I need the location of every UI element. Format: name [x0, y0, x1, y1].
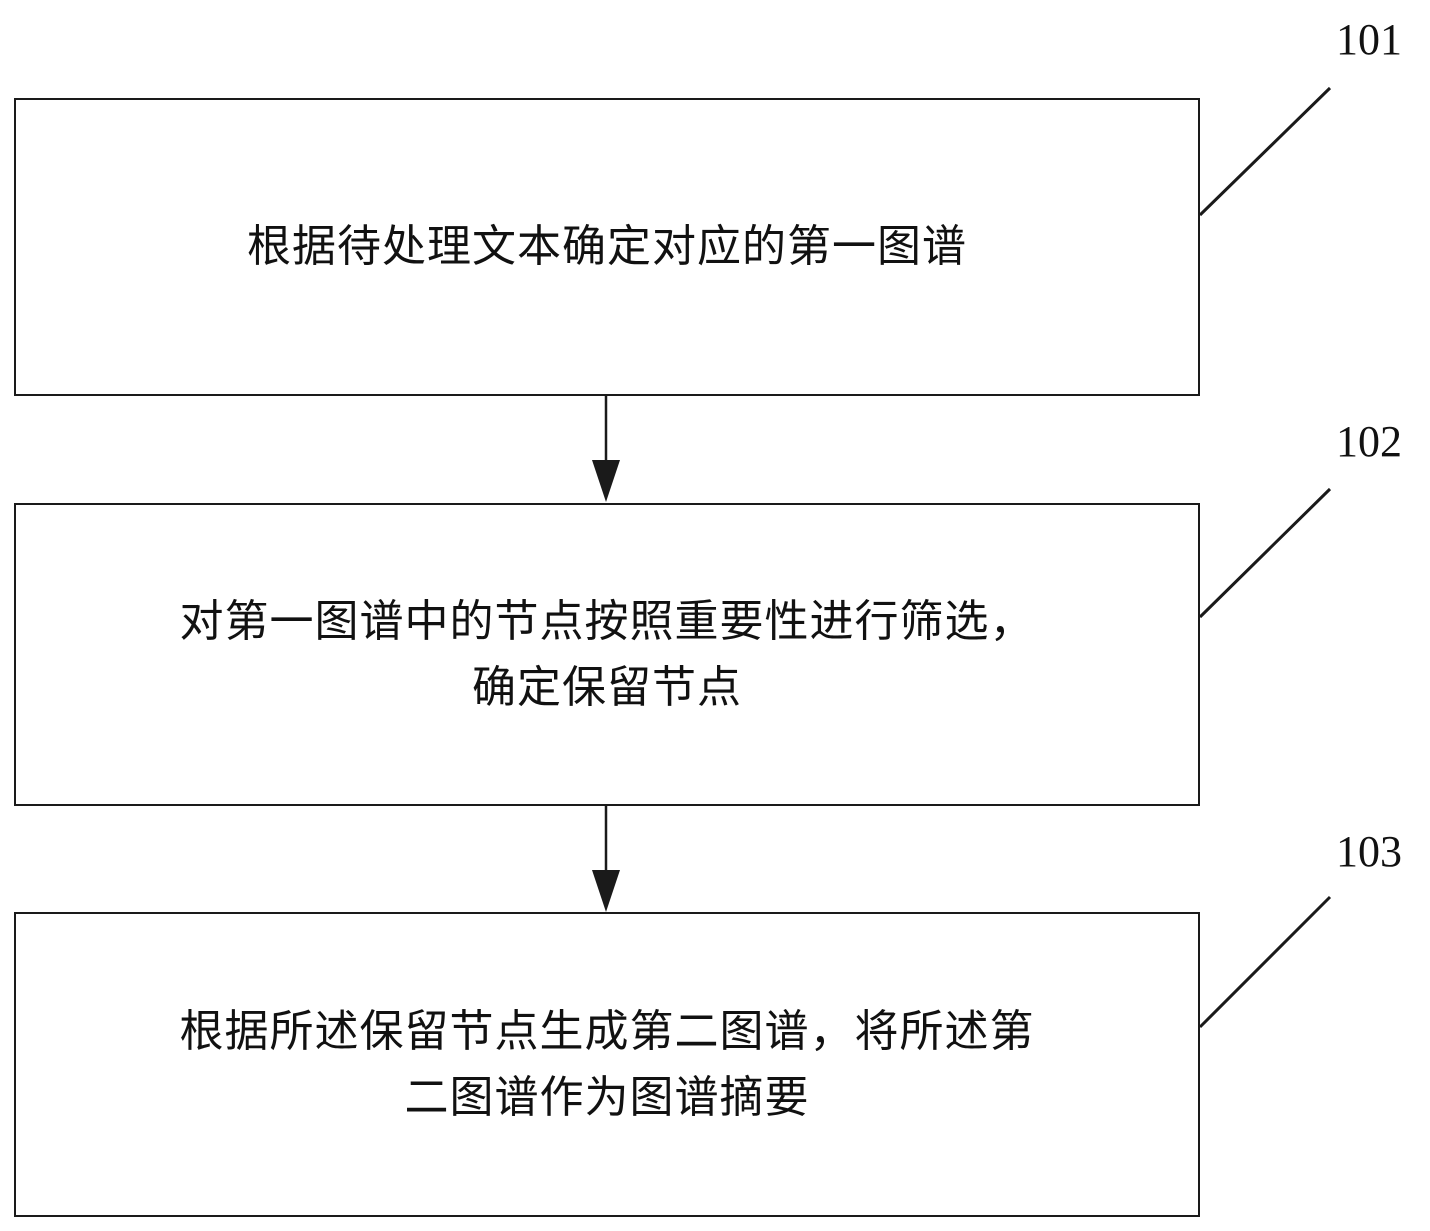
step-box-101: 根据待处理文本确定对应的第一图谱	[14, 98, 1200, 396]
step-text-102-line-1: 对第一图谱中的节点按照重要性进行筛选，	[179, 595, 1035, 647]
step-number-101: 101	[1336, 15, 1402, 64]
step-number-102: 102	[1336, 417, 1402, 466]
arrowhead-1	[592, 460, 620, 502]
leader-line-101	[1198, 86, 1332, 217]
leader-line-103	[1198, 895, 1332, 1029]
step-number-103: 103	[1336, 827, 1402, 876]
step-text-102: 对第一图谱中的节点按照重要性进行筛选， 确定保留节点	[180, 589, 1035, 721]
step-text-103: 根据所述保留节点生成第二图谱，将所述第 二图谱作为图谱摘要	[180, 999, 1035, 1131]
step-text-103-line-2: 二图谱作为图谱摘要	[404, 1071, 810, 1123]
step-text-103-line-1: 根据所述保留节点生成第二图谱，将所述第	[179, 1005, 1035, 1057]
step-text-102-line-2: 确定保留节点	[472, 661, 742, 713]
step-text-101-line-1: 根据待处理文本确定对应的第一图谱	[247, 221, 967, 272]
step-box-102: 对第一图谱中的节点按照重要性进行筛选， 确定保留节点	[14, 503, 1200, 806]
leader-line-102	[1198, 487, 1332, 619]
step-box-103: 根据所述保留节点生成第二图谱，将所述第 二图谱作为图谱摘要	[14, 912, 1200, 1217]
arrowhead-2	[592, 870, 620, 912]
step-text-101: 根据待处理文本确定对应的第一图谱	[247, 214, 967, 280]
